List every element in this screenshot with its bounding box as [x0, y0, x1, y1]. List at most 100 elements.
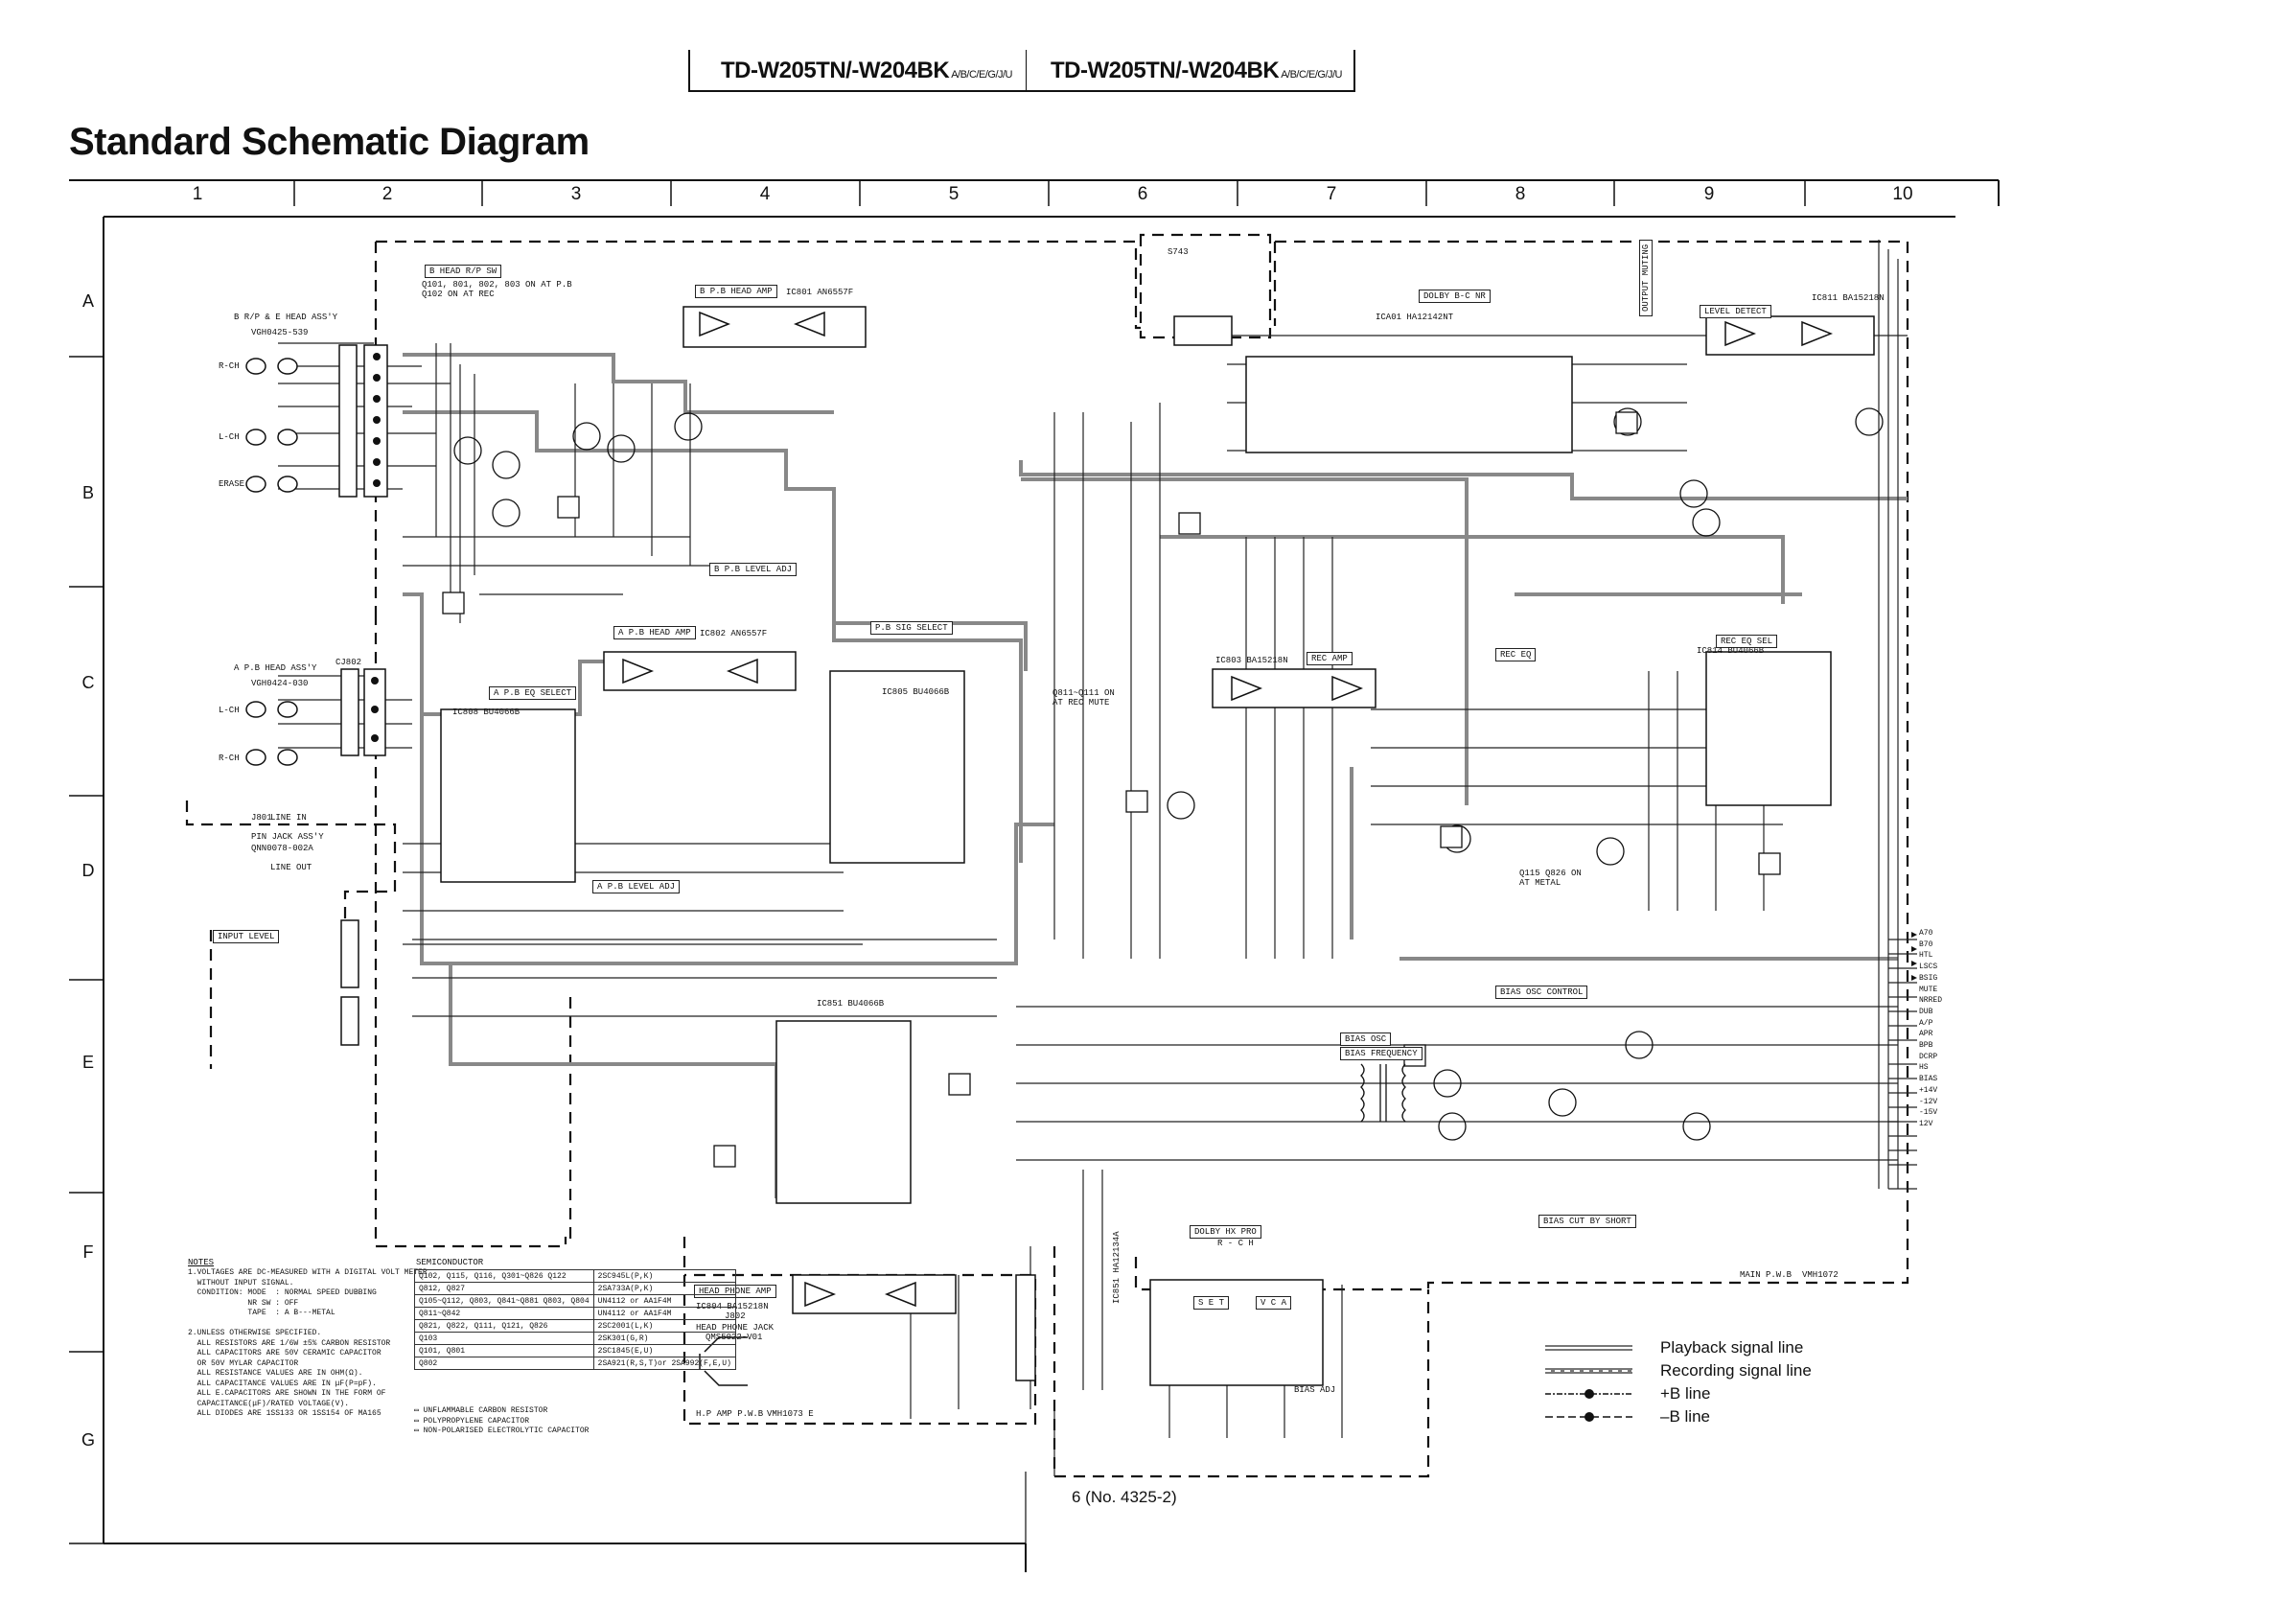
grid-column-label: 4: [759, 184, 771, 204]
grid-column-label: 3: [570, 184, 582, 204]
bus-label: APR: [1919, 1030, 1933, 1039]
block-dolby-hx-pro: DOLBY HX PRO: [1190, 1225, 1261, 1239]
legend-item-plusb: +B line: [1660, 1384, 1711, 1403]
block-pb-sig-select-ic: IC805 BU4066B: [882, 687, 950, 697]
block-dolby-bc-nr: DOLBY B-C NR: [1419, 290, 1491, 303]
note-line: ALL E.CAPACITORS ARE SHOWN IN THE FORM O…: [188, 1389, 386, 1398]
legend-item-recording: Recording signal line: [1660, 1361, 1812, 1380]
transformers: [1360, 1063, 1406, 1123]
grid-row-label: G: [81, 1430, 95, 1450]
note-line: 1.VOLTAGES ARE DC-MEASURED WITH A DIGITA…: [188, 1268, 428, 1277]
label-r-ch-mid: R - C H: [1217, 1239, 1254, 1248]
grid-column-label: 9: [1703, 184, 1715, 204]
note-line: ALL DIODES ARE 1SS133 OR 1SS154 OF MA165: [188, 1409, 382, 1418]
grid-row-label: D: [81, 861, 95, 880]
connector-pins: [371, 353, 381, 742]
note-line: CAPACITANCE(μF)/RATED VOLTAGE(V).: [188, 1399, 350, 1408]
page-title: Standard Schematic Diagram: [69, 121, 590, 163]
label-s743: S743: [1168, 247, 1189, 257]
label-pin-jack-part: QNN0078-002A: [251, 844, 313, 853]
label-b-head: B R/P & E HEAD ASS'Y: [234, 313, 338, 322]
bus-label: BPB: [1919, 1041, 1933, 1051]
label-r-ch-1: R-CH: [219, 361, 240, 371]
label-main-pwb: MAIN P.W.B: [1740, 1270, 1793, 1280]
semiconductor-cell: Q821, Q822, Q111, Q121, Q826: [414, 1319, 594, 1333]
block-rec-eq-sel-ic: IC814 BU4066B: [1697, 646, 1765, 656]
grid-column-label: 7: [1326, 184, 1337, 204]
bus-label: DUB: [1919, 1007, 1933, 1016]
block-b-pb-head-amp-ic: IC801 AN6557F: [786, 288, 854, 297]
bus-label: A/P: [1919, 1018, 1933, 1028]
semiconductor-cell: 2SC945L(P,K): [592, 1269, 736, 1283]
notes-text: 1.VOLTAGES ARE DC-MEASURED WITH A DIGITA…: [188, 1268, 428, 1420]
semiconductor-cell: Q103: [414, 1332, 594, 1345]
semiconductor-cell: Q802: [414, 1357, 594, 1370]
semiconductor-cell: 2SA733A(P,K): [592, 1282, 736, 1295]
semiconductor-cell: Q812, Q827: [414, 1282, 594, 1295]
legend-item-minusb: –B line: [1660, 1407, 1710, 1426]
block-rec-eq: REC EQ: [1495, 648, 1537, 661]
grid-ticks: [69, 180, 1806, 1544]
block-bias-osc: BIAS OSC: [1340, 1032, 1392, 1046]
semiconductor-cell: 2SC1845(E,U): [592, 1344, 736, 1357]
label-q811-note: Q811~Q111 ON AT REC MUTE: [1052, 688, 1115, 708]
transistors: [453, 407, 1884, 1141]
block-a-pb-level-adj: A P.B LEVEL ADJ: [592, 880, 681, 893]
notes-symbols: ▭ UNFLAMMABLE CARBON RESISTOR▭ POLYPROPY…: [414, 1406, 589, 1437]
label-q102-note: Q102 ON AT REC: [422, 290, 495, 299]
note-line: [188, 1319, 428, 1330]
note-line: ALL RESISTORS ARE 1/6W ±5% CARBON RESIST…: [188, 1338, 391, 1348]
block-hx-pro-ic: IC851 HA12134A: [1112, 1231, 1122, 1304]
label-a-head: A P.B HEAD ASS'Y: [234, 663, 317, 673]
label-main-pwb-no: VMH1072: [1802, 1270, 1839, 1280]
bus-label: -15V: [1919, 1108, 1938, 1118]
block-ic851: IC851 BU4066B: [817, 999, 885, 1009]
block-a-pb-eq-select: A P.B EQ SELECT: [489, 686, 577, 700]
grid-column-label: 2: [382, 184, 393, 204]
label-q101-note: Q101, 801, 802, 803 ON AT P.B: [422, 280, 572, 290]
bus-label: +14V: [1919, 1085, 1938, 1095]
header-model-left: TD-W205TN/-W204BK A/B/C/E/G/J/U: [721, 54, 1012, 88]
block-rec-amp: REC AMP: [1307, 652, 1353, 665]
notes-heading: NOTES: [188, 1258, 215, 1267]
bus-label: HTL: [1919, 951, 1933, 961]
label-pin-jack: PIN JACK ASS'Y: [251, 832, 324, 842]
block-bias-frequency: BIAS FREQUENCY: [1340, 1047, 1423, 1060]
block-pb-sig-select: P.B SIG SELECT: [870, 621, 953, 635]
bus-label: 12V: [1919, 1119, 1933, 1128]
block-b-pb-level-adj: B P.B LEVEL ADJ: [709, 563, 798, 576]
opamps: [622, 311, 1834, 1308]
block-input-level: INPUT LEVEL: [213, 930, 280, 943]
block-rec-eq-sel: REC EQ SEL: [1716, 635, 1778, 648]
semiconductor-cell: Q105~Q112, Q803, Q841~Q881 Q803, Q804: [414, 1294, 594, 1308]
grid-column-label: 6: [1137, 184, 1148, 204]
block-b-pb-head-amp: B P.B HEAD AMP: [695, 285, 777, 298]
grid-column-label: 8: [1515, 184, 1526, 204]
bus-label: BSIG: [1919, 973, 1938, 983]
bus-label: LSCS: [1919, 963, 1938, 972]
semiconductor-cell: Q811~Q842: [414, 1307, 594, 1320]
note-line: ALL RESISTANCE VALUES ARE IN OHM(Ω).: [188, 1369, 363, 1378]
note-line: WITHOUT INPUT SIGNAL.: [188, 1278, 294, 1288]
block-level-detect-ic: IC811 BA15218N: [1812, 293, 1885, 303]
header-model-left-text: TD-W205TN/-W204BK: [721, 58, 950, 83]
grid-row-label: F: [82, 1242, 94, 1262]
label-r-ch-2: R-CH: [219, 754, 240, 763]
label-cn802: CJ802: [335, 658, 362, 667]
semiconductor-cell: Q102, Q115, Q116, Q301~Q826 Q122: [414, 1269, 594, 1283]
block-level-detect: LEVEL DETECT: [1700, 305, 1771, 318]
note-line: NR SW : OFF: [188, 1298, 299, 1308]
label-line-out: LINE OUT: [270, 863, 312, 872]
note-symbol-line: ▭ POLYPROPYLENE CAPACITOR: [414, 1416, 530, 1426]
semiconductor-cell: UN4112 or AA1F4M: [592, 1294, 736, 1308]
semiconductor-cell: 2SK301(G,R): [592, 1332, 736, 1345]
